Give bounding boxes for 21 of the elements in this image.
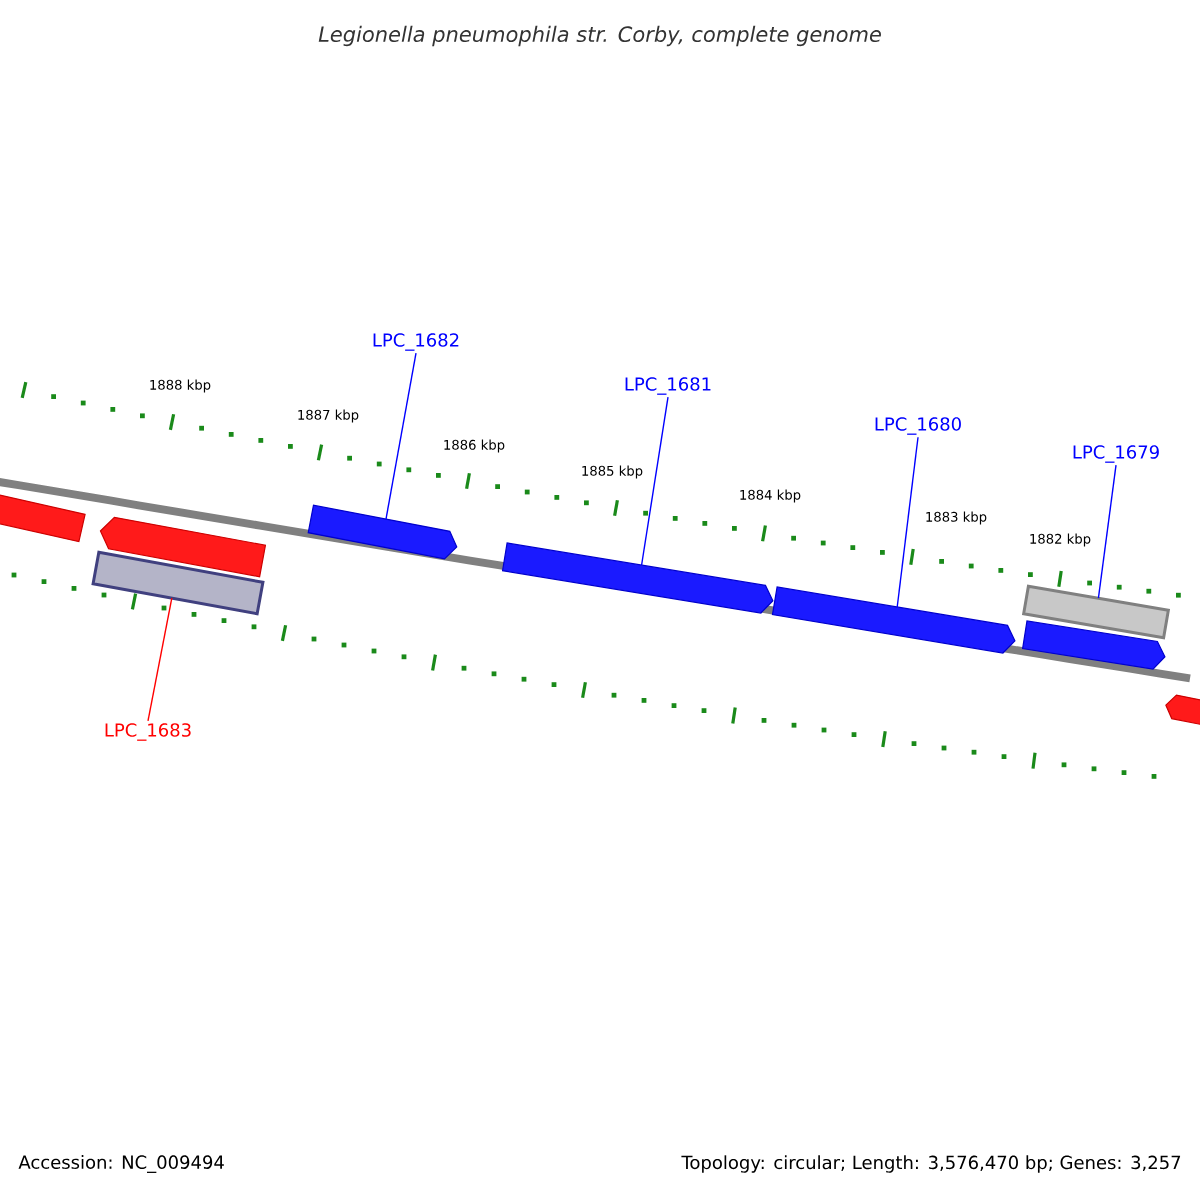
leader-line	[385, 352, 417, 520]
gene-label: LPC_1682	[373, 333, 459, 351]
gene-label: LPC_1680	[875, 417, 961, 435]
footer-text: Topology: circular; Length: 3,576,470 bp; Genes: 3,257	[681, 1155, 1181, 1173]
gene-feature	[99, 516, 267, 578]
gene-feature	[771, 586, 1016, 654]
gene-feature	[307, 504, 458, 560]
leader-line	[640, 396, 669, 566]
footer-text: Accession: NC_009494	[18, 1155, 224, 1173]
gene-label: LPC_1679	[1073, 445, 1159, 463]
gene-feature	[501, 542, 774, 614]
gene-label: LPC_1683	[105, 723, 191, 741]
leader-line	[147, 597, 173, 722]
leader-line	[1097, 464, 1117, 599]
leader-line	[896, 436, 919, 608]
gene-feature	[91, 550, 265, 616]
gene-feature	[0, 489, 86, 543]
gene-label: LPC_1681	[625, 377, 711, 395]
title: Legionella pneumophila str. Corby, complete genome	[318, 25, 881, 47]
gene-feature	[1021, 620, 1166, 670]
gene-feature	[1165, 694, 1200, 730]
